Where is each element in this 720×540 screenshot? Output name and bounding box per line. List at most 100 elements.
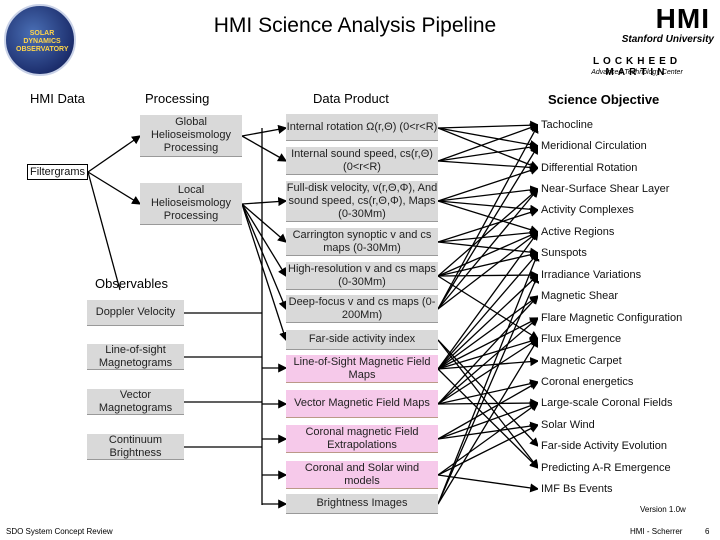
logo-text: SOLAR DYNAMICS OBSERVATORY <box>16 30 69 53</box>
footer-left: SDO System Concept Review <box>6 527 113 536</box>
objective-item: Tachocline <box>538 119 596 131</box>
product-to-objective <box>437 274 539 370</box>
product-to-objective <box>437 317 539 405</box>
product-to-objective <box>437 241 540 257</box>
observable-box: Doppler Velocity <box>87 300 184 326</box>
product-to-objective <box>437 336 540 370</box>
product-to-objective <box>437 252 539 370</box>
product-to-objective <box>437 295 540 370</box>
product-box: Far-side activity index <box>286 330 438 350</box>
product-to-objective <box>437 230 539 370</box>
observable-box: Continuum Brightness <box>87 434 184 460</box>
product-box: Carrington synoptic v and cs maps (0-30M… <box>286 228 438 256</box>
product-to-objective <box>437 317 540 370</box>
objective-item: Active Regions <box>538 226 618 238</box>
stanford-label: Stanford University <box>621 34 714 45</box>
column-header-processing: Processing <box>145 91 210 106</box>
filtergrams-to-processing <box>87 135 142 173</box>
product-box: Internal rotation Ω(r,Θ) (0<r<R) <box>286 114 438 141</box>
objective-item: Differential Rotation <box>538 162 641 174</box>
product-to-objective <box>437 185 540 202</box>
observables-label: Observables <box>95 276 168 291</box>
product-to-objective <box>437 251 540 505</box>
product-to-objective <box>437 127 540 150</box>
product-box: High-resolution v and cs maps (0-30Mm) <box>286 262 438 290</box>
product-to-objective <box>437 231 540 310</box>
processing-box: Global Helioseismology Processing <box>140 115 242 157</box>
product-to-objective <box>437 381 540 440</box>
column-header-hmi-data: HMI Data <box>30 91 85 106</box>
objective-item: Far-side Activity Evolution <box>538 440 670 452</box>
processing-to-product <box>241 203 288 311</box>
product-to-objective <box>437 188 539 310</box>
product-to-objective <box>437 228 540 243</box>
product-to-objective <box>437 275 540 340</box>
atc-label: Advanced Technology Center <box>591 69 683 76</box>
objective-item: Predicting A-R Emergence <box>538 462 674 474</box>
product-to-objective <box>437 250 540 277</box>
processing-to-product <box>241 203 287 243</box>
processing-box: Local Helioseismology Processing <box>140 183 242 225</box>
product-to-objective <box>437 295 539 405</box>
product-to-objective <box>437 270 540 280</box>
product-to-objective <box>437 230 540 277</box>
column-header-data-product: Data Product <box>313 91 389 106</box>
product-box: Vector Magnetic Field Maps <box>286 390 438 418</box>
processing-to-product <box>241 203 287 278</box>
product-box: Line-of-Sight Magnetic Field Maps <box>286 355 438 383</box>
product-to-objective <box>437 208 540 243</box>
product-to-objective <box>437 368 539 469</box>
product-to-objective <box>437 402 540 476</box>
hmi-logo: HMI <box>655 3 710 34</box>
sdo-logo: SOLAR DYNAMICS OBSERVATORY <box>4 4 76 76</box>
product-box: Full-disk velocity, v(r,Θ,Φ), And sound … <box>286 181 438 222</box>
product-to-objective <box>437 160 540 172</box>
objective-item: Flare Magnetic Configuration <box>538 312 686 324</box>
product-to-objective <box>437 142 540 162</box>
product-to-objective <box>437 379 540 405</box>
product-to-objective <box>437 273 540 505</box>
objective-item: Magnetic Shear <box>538 290 622 302</box>
product-to-objective <box>437 338 540 405</box>
product-to-objective <box>437 123 540 162</box>
objective-item: Coronal energetics <box>538 376 637 388</box>
product-to-objective <box>437 188 539 277</box>
processing-to-product <box>241 135 288 162</box>
processing-to-product <box>241 196 288 207</box>
product-to-objective <box>437 144 539 310</box>
product-to-objective <box>437 120 540 130</box>
objective-item: Meridional Circulation <box>538 140 650 152</box>
objective-item: Magnetic Carpet <box>538 355 625 367</box>
product-to-objective <box>437 474 540 493</box>
objective-item: Flux Emergence <box>538 333 625 345</box>
product-to-objective <box>437 337 539 505</box>
product-box: Brightness Images <box>286 494 438 514</box>
processing-to-product <box>241 203 288 342</box>
product-to-objective <box>437 123 539 310</box>
objective-item: IMF Bs Events <box>538 483 616 495</box>
product-box: Internal sound speed, cs(r,Θ) (0<r<R) <box>286 147 438 175</box>
product-to-objective <box>437 127 540 170</box>
product-to-objective <box>437 166 540 202</box>
objective-item: Near-Surface Shear Layer <box>538 183 673 195</box>
filtergrams-to-processing <box>87 171 142 205</box>
product-box: Coronal and Solar wind models <box>286 461 438 489</box>
product-to-objective <box>437 398 540 408</box>
product-box: Deep-focus v and cs maps (0-200Mm) <box>286 295 438 323</box>
objective-item: Activity Complexes <box>538 204 637 216</box>
filtergrams-node: Filtergrams <box>27 164 89 180</box>
processing-to-product <box>241 124 288 137</box>
product-box: Coronal magnetic Field Extrapolations <box>286 425 438 453</box>
footer-page-number: 6 <box>705 527 710 536</box>
page-title: HMI Science Analysis Pipeline <box>213 14 497 37</box>
observable-box: Vector Magnetograms <box>87 389 184 415</box>
product-to-objective <box>437 421 540 440</box>
footer-author: HMI - Scherrer <box>630 527 683 536</box>
product-to-objective <box>437 357 540 370</box>
objective-item: Solar Wind <box>538 419 598 431</box>
lockheed-logo: LOCKHEED MARTIN <box>592 56 682 78</box>
objective-item: Sunspots <box>538 247 590 259</box>
objective-item: Large-scale Coronal Fields <box>538 397 676 409</box>
observable-box: Line-of-sight Magnetograms <box>87 344 184 370</box>
